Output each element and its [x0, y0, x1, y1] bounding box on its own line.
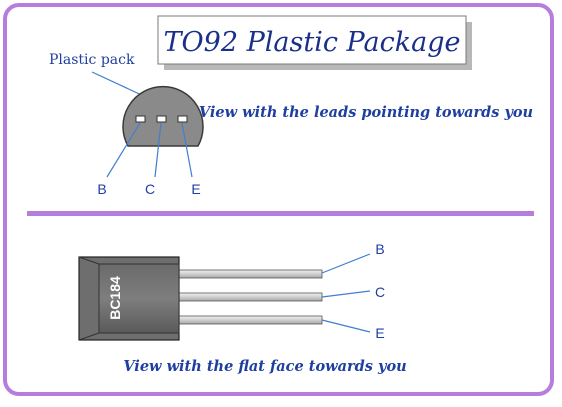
callout-line-e — [181, 122, 193, 178]
side-lead-label-e: E — [375, 325, 384, 341]
side-lead-c — [177, 292, 323, 302]
section-divider — [27, 211, 534, 216]
top-view-caption: View with the leads pointing towards you — [199, 104, 533, 121]
side-callout-e — [321, 319, 371, 333]
top-lead-label-b: B — [97, 181, 106, 197]
side-body-top-edge — [78, 256, 100, 265]
plastic-pack-callout — [91, 71, 149, 99]
lead-pad-c — [156, 115, 167, 123]
top-lead-label-c: C — [145, 181, 155, 197]
package-marking: BC184 — [107, 276, 123, 320]
side-callout-c — [321, 290, 371, 298]
side-lead-label-b: B — [375, 241, 384, 257]
side-view-caption: View with the flat face towards you — [123, 358, 406, 375]
side-lead-b — [177, 269, 323, 279]
title-box — [157, 15, 467, 65]
plastic-pack-label: Plastic pack — [49, 52, 135, 68]
lead-pad-e — [177, 115, 188, 123]
side-body-face — [98, 263, 180, 334]
side-lead-e — [177, 315, 323, 325]
callout-line-c — [154, 122, 162, 178]
lead-pad-b — [135, 115, 146, 123]
title-text: TO92 Plastic Package — [164, 27, 461, 58]
side-callout-b — [321, 253, 371, 274]
side-body-bottom-edge — [78, 332, 100, 341]
top-lead-label-e: E — [191, 181, 200, 197]
side-lead-label-c: C — [375, 284, 385, 300]
callout-line-b — [106, 122, 141, 178]
